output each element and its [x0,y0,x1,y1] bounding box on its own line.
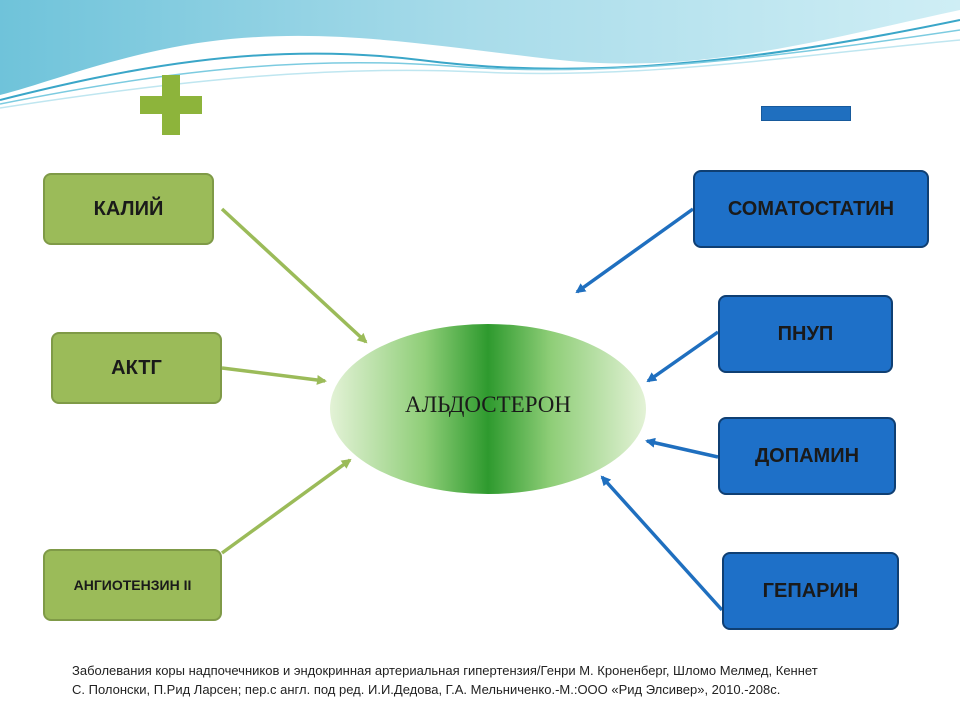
stimulator-kaliy: КАЛИЙ [43,173,214,245]
inhibitor-dopamine: ДОПАМИН [718,417,896,495]
arrow-heparin [600,475,724,612]
arrow-dopamine [645,437,719,459]
arrow-aktg [221,366,327,385]
minus-icon [761,106,851,121]
inhibitor-pnup: ПНУП [718,295,893,373]
inhibitor-arrows [575,207,724,612]
arrow-angiotensin [220,458,352,555]
reference-line-1: Заболевания коры надпочечников и эндокри… [72,663,818,678]
plus-icon [140,75,202,135]
stimulator-angiotensin: АНГИОТЕНЗИН II [43,549,222,621]
reference-text: Заболевания коры надпочечников и эндокри… [72,661,932,699]
stimulator-aktg: АКТГ [51,332,222,404]
arrow-pnup [646,330,720,383]
center-label: АЛЬДОСТЕРОН [404,392,572,417]
inhibitor-somatostatin: СОМАТОСТАТИН [693,170,929,248]
arrow-somatostatin [575,207,695,294]
stimulator-arrows [220,207,368,555]
inhibitor-heparin: ГЕПАРИН [722,552,899,630]
reference-line-2: С. Полонски, П.Рид Ларсен; пер.с англ. п… [72,682,781,697]
aldosterone-ellipse [330,324,646,494]
arrow-kaliy [220,207,368,344]
